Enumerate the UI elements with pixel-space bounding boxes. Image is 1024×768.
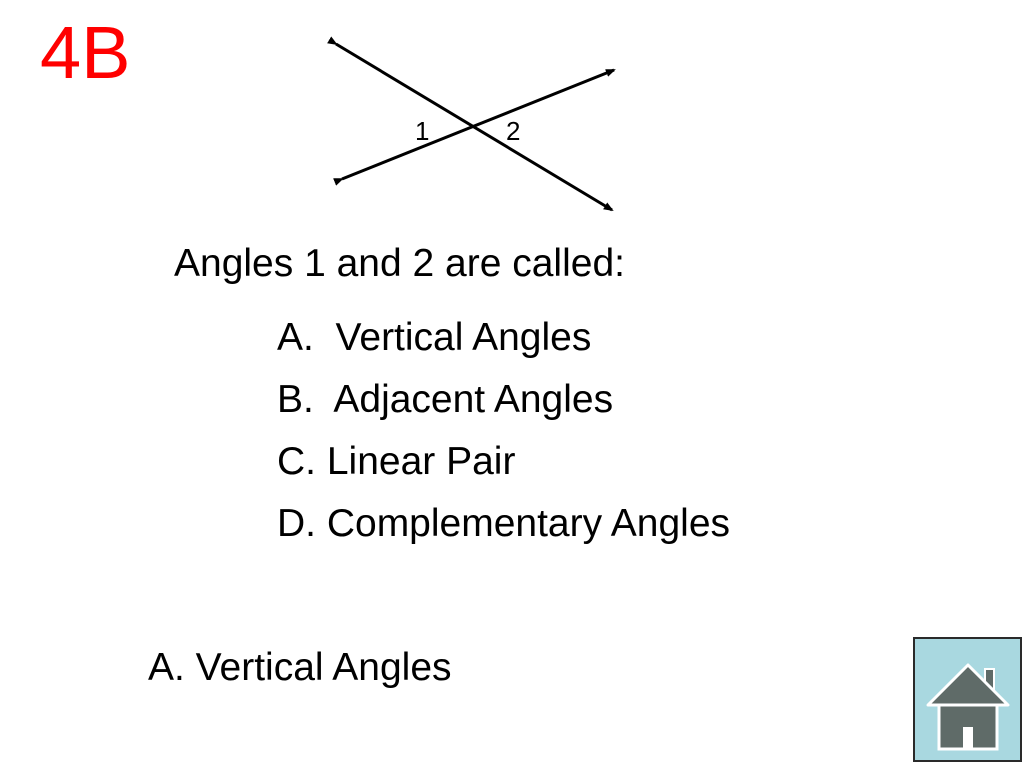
option-d: D. Complementary Angles — [277, 502, 731, 545]
home-icon — [926, 663, 1010, 751]
slide-label: 4B — [40, 11, 131, 94]
angle-label-1: 1 — [415, 116, 429, 146]
angle-label-2: 2 — [506, 116, 520, 146]
home-button[interactable] — [913, 637, 1022, 762]
option-a: A. Vertical Angles — [277, 316, 592, 359]
option-c: C. Linear Pair — [277, 440, 516, 483]
line-two — [333, 68, 616, 186]
intersecting-lines-diagram: 1 2 — [327, 36, 616, 212]
correct-answer: A. Vertical Angles — [148, 646, 452, 689]
option-b: B. Adjacent Angles — [277, 378, 614, 421]
answer-options: A. Vertical Angles B. Adjacent Angles C.… — [277, 307, 730, 555]
question-prompt: Angles 1 and 2 are called: — [174, 242, 625, 285]
